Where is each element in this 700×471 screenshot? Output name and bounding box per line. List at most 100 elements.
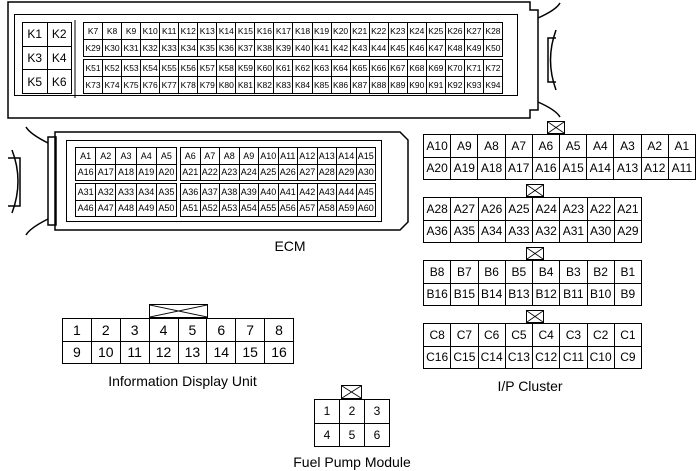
ecm-k-pin: K9	[122, 23, 142, 40]
ecm-k-pin: K37	[236, 40, 256, 57]
ip-cluster-pin: C11	[560, 346, 588, 369]
info-display-pin: 3	[120, 319, 150, 342]
info-display-pin: 4	[149, 319, 179, 342]
ip-cluster-pin: B2	[587, 261, 615, 284]
ecm-a-pin: A6	[181, 148, 201, 165]
ecm-a-pin: A33	[116, 184, 137, 201]
ip-cluster-pin: B3	[560, 261, 588, 284]
ip-cluster-pin: A4	[587, 135, 615, 158]
ip-cluster-b-key-icon	[526, 247, 544, 260]
ecm-k-pin: K75	[122, 77, 142, 94]
ip-cluster-pin: C9	[614, 346, 642, 369]
info-display-pin: 10	[91, 341, 121, 364]
ecm-k-pin: K84	[293, 77, 313, 94]
ip-cluster-pin: C4	[533, 324, 561, 347]
ecm-a-pin: A1	[76, 148, 97, 165]
ecm-k-pin: K24	[407, 23, 427, 40]
ip-cluster-pin: A31	[560, 220, 588, 243]
ecm-k-pin: K16	[255, 23, 275, 40]
ip-cluster-pin: A6	[532, 135, 560, 158]
ecm-k-pin: K47	[426, 40, 446, 57]
ip-cluster-pin: A1	[668, 135, 696, 158]
ecm-a-pin: A44	[337, 184, 357, 201]
ecm-a-pin: A39	[239, 184, 259, 201]
ecm-k-pin: K53	[122, 60, 142, 77]
ecm-a-pin: A55	[259, 200, 279, 217]
ecm-k-pin: K88	[369, 77, 389, 94]
ip-cluster-pin: A26	[478, 198, 506, 221]
ip-cluster-pin: B7	[451, 261, 479, 284]
ecm-a-pin: A51	[181, 200, 201, 217]
info-display-pin: 15	[236, 341, 266, 364]
ecm-k-pin: K39	[274, 40, 294, 57]
ecm-a-pin: A36	[181, 184, 201, 201]
ecm-k-pin: K73	[84, 77, 104, 94]
ecm-a-pin: A58	[317, 200, 337, 217]
fuel-pump-pin: 5	[340, 423, 365, 447]
ecm-k-pin: K77	[160, 77, 180, 94]
ecm-k-pin: K21	[350, 23, 370, 40]
info-display-pin: 16	[265, 341, 294, 364]
ecm-k-pin: K80	[217, 77, 237, 94]
info-display-pin: 11	[120, 341, 150, 364]
info-display-pin: 6	[207, 319, 237, 342]
ecm-a-pin: A11	[278, 148, 298, 165]
ecm-a-pin: A42	[298, 184, 318, 201]
ip-cluster-pin: A21	[614, 198, 642, 221]
ecm-k-pin: K2	[47, 23, 72, 47]
info-display-pin: 13	[178, 341, 208, 364]
ecm-a-pin: A25	[259, 164, 279, 181]
ip-cluster-pin: C10	[587, 346, 615, 369]
info-display-pin: 5	[178, 319, 208, 342]
ecm-a-pin: A26	[278, 164, 298, 181]
ecm-k-pin: K57	[198, 60, 218, 77]
ecm-k-pin: K30	[103, 40, 123, 57]
ecm-a-pin: A16	[76, 164, 97, 181]
ip-cluster-pin: A16	[532, 157, 560, 180]
ecm-k-pin: K32	[141, 40, 161, 57]
ecm-a-pin: A18	[116, 164, 137, 181]
ecm-k-pin: K14	[217, 23, 237, 40]
ip-cluster-pin: A12	[641, 157, 669, 180]
ecm-k-pin: K85	[312, 77, 332, 94]
fuel-pump-pin: 2	[340, 400, 365, 424]
ip-cluster-pin: C12	[533, 346, 561, 369]
ecm-a-pin: A21	[181, 164, 201, 181]
ecm-k-pin: K38	[255, 40, 275, 57]
ecm-k-pin: K23	[388, 23, 408, 40]
fuel-pump-label: Fuel Pump Module	[293, 454, 411, 470]
ecm-a-pin: A29	[337, 164, 357, 181]
ecm-k-pin: K83	[274, 77, 294, 94]
ecm-a-pin: A60	[356, 200, 376, 217]
info-display-pin: 9	[63, 341, 92, 364]
ip-cluster-pin: A30	[587, 220, 615, 243]
ecm-k-pin: K87	[350, 77, 370, 94]
info-display-pin: 1	[63, 319, 92, 342]
ip-cluster-pin: B12	[533, 283, 561, 306]
ecm-label: ECM	[274, 238, 306, 254]
ip-cluster-pin: A15	[560, 157, 588, 180]
ecm-k-pin: K26	[445, 23, 465, 40]
ecm-a-pin: A14	[337, 148, 357, 165]
ecm-k-pin: K41	[312, 40, 332, 57]
ecm-k-pin: K60	[255, 60, 275, 77]
ecm-k-pin: K1	[23, 23, 48, 47]
fuel-pump-pin: 4	[315, 423, 340, 447]
ecm-k-pin: K66	[369, 60, 389, 77]
ecm-a-pin: A13	[317, 148, 337, 165]
ecm-a-pin: A9	[239, 148, 259, 165]
ecm-a-pin: A52	[200, 200, 220, 217]
ecm-a-pin: A30	[356, 164, 376, 181]
ip-cluster-pin: A22	[587, 198, 615, 221]
ip-cluster-pin: A28	[424, 198, 452, 221]
ecm-k-pin: K10	[141, 23, 161, 40]
ecm-k-pin: K51	[84, 60, 104, 77]
ip-cluster-pin: A3	[614, 135, 642, 158]
ecm-k-pin: K22	[369, 23, 389, 40]
ecm-k-pin: K78	[179, 77, 199, 94]
